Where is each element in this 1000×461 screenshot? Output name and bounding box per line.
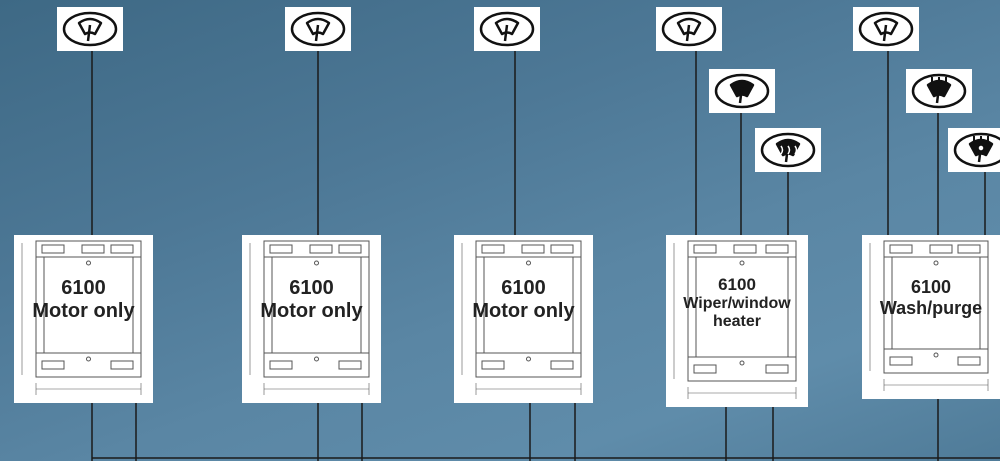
module-model: 6100 [61,277,106,299]
window-heater-icon [755,128,821,172]
module-function: Wash/purge [879,297,983,318]
wiper-icon [57,7,123,51]
module-model: 6100 [289,277,334,299]
module-model: 6100 [718,275,756,294]
module-function: Motor only [32,300,135,322]
wiper-icon [853,7,919,51]
module-outline-drawing [673,240,797,399]
wiper-icon [656,7,722,51]
washer-purge-icon [948,128,1000,172]
washer-icon [906,69,972,113]
module-function: Motor only [260,300,363,322]
module-outline-drawing [869,240,989,391]
wiper-icon [474,7,540,51]
module-outline-drawing [461,240,582,395]
wiper-heater-icon [709,69,775,113]
module-function: Wiper/window [683,294,791,312]
wiper-icon [285,7,351,51]
module-function-line2: heater [712,312,762,330]
module-function: Motor only [472,300,575,322]
module-outline-drawing [21,240,142,395]
module-outline-drawing [249,240,370,395]
module-model: 6100 [501,277,546,299]
module-model: 6100 [910,277,952,297]
